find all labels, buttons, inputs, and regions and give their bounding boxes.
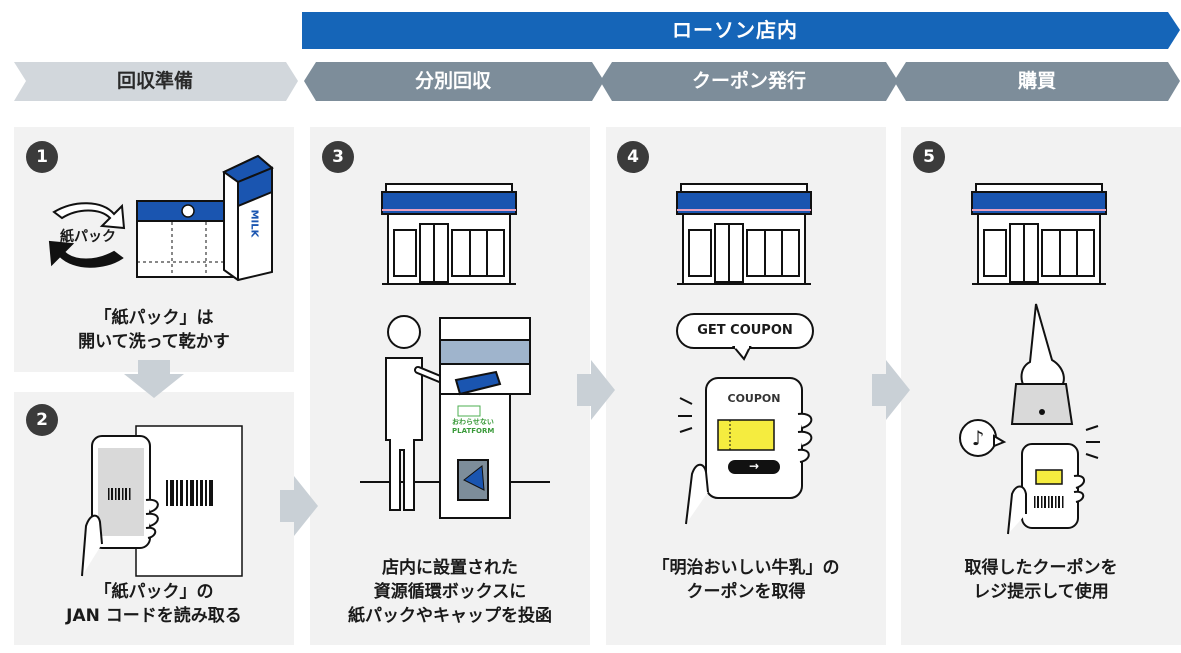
panel-1-caption-line-1: 「紙パック」は [94, 308, 214, 328]
recycling-box-brand-line-2: PLATFORM [452, 427, 495, 435]
recycle-arrows-icon [48, 202, 126, 268]
panel-3-caption: 店内に設置された 資源循環ボックスに 紙パックやキャップを投函 [310, 556, 590, 628]
carton-icon-label: 紙パック [60, 229, 116, 245]
get-coupon-bubble-label: GET COUPON [697, 323, 793, 338]
panel-2-caption-line-2: JAN コードを読み取る [66, 606, 242, 626]
music-note-icon: ♪ [971, 426, 985, 450]
scanner-phone-illustration [959, 303, 1100, 535]
panel-5-caption-line-1: 取得したクーポンを [964, 558, 1118, 578]
step-2-label: 分別回収 [414, 70, 491, 92]
step-number-3: 3 [322, 141, 354, 173]
speech-bubble-shape [676, 313, 814, 361]
panel-1-caption: 「紙パック」は 開いて洗って乾かす [14, 306, 294, 354]
panel-3-caption-line-2: 資源循環ボックスに [373, 582, 527, 602]
step-4-shape [894, 62, 1180, 101]
right-arrow-icon-3 [872, 360, 910, 420]
milk-carton-label: MILK [248, 209, 260, 238]
panel-2-caption-line-1: 「紙パック」の [94, 582, 214, 602]
panel-4-caption-line-2: クーポンを取得 [686, 582, 806, 602]
panel-2-caption: 「紙パック」の JAN コードを読み取る [14, 580, 294, 628]
coupon-screen-title: COUPON [727, 392, 781, 405]
store-banner-label: ローソン店内 [672, 18, 798, 42]
step-2-shape [304, 62, 604, 101]
step-1-label: 回収準備 [116, 70, 193, 92]
milk-carton-icon [222, 154, 274, 282]
step-number-1: 1 [26, 141, 58, 173]
panel-3-caption-line-1: 店内に設置された [382, 558, 518, 578]
coupon-arrow-glyph: → [748, 459, 760, 473]
store-icon-panel-4 [676, 183, 812, 285]
panel-4-caption: 「明治おいしい牛乳」の クーポンを取得 [606, 556, 886, 604]
barcode-scan-illustration [81, 425, 243, 577]
panel-5-caption: 取得したクーポンを レジ提示して使用 [901, 556, 1181, 604]
step-number-5: 5 [913, 141, 945, 173]
panel-4-caption-line-1: 「明治おいしい牛乳」の [652, 558, 840, 578]
panel-1-caption-line-2: 開いて洗って乾かす [78, 332, 230, 352]
down-arrow-icon [124, 360, 184, 398]
step-number-2: 2 [26, 404, 58, 436]
person-recycling-illustration [360, 315, 550, 519]
right-arrow-icon-1 [280, 476, 318, 536]
right-arrow-icon-2 [577, 360, 615, 420]
store-banner-shape [302, 12, 1180, 49]
step-3-shape [600, 62, 898, 101]
step-1-shape [14, 62, 298, 101]
step-4-label: 購買 [1017, 70, 1056, 92]
step-chevrons [14, 62, 1180, 101]
store-icon-panel-3 [381, 183, 517, 285]
store-icon-panel-5 [971, 183, 1107, 285]
panel-5-caption-line-2: レジ提示して使用 [973, 582, 1109, 602]
step-number-4: 4 [617, 141, 649, 173]
recycling-box-brand: おわらせない PLATFORM [452, 418, 494, 436]
panel-3-caption-line-3: 紙パックやキャップを投函 [348, 606, 552, 626]
step-3-label: クーポン発行 [691, 70, 806, 92]
recycling-box-brand-line-1: おわらせない [452, 418, 494, 426]
coupon-phone-illustration [678, 377, 813, 525]
